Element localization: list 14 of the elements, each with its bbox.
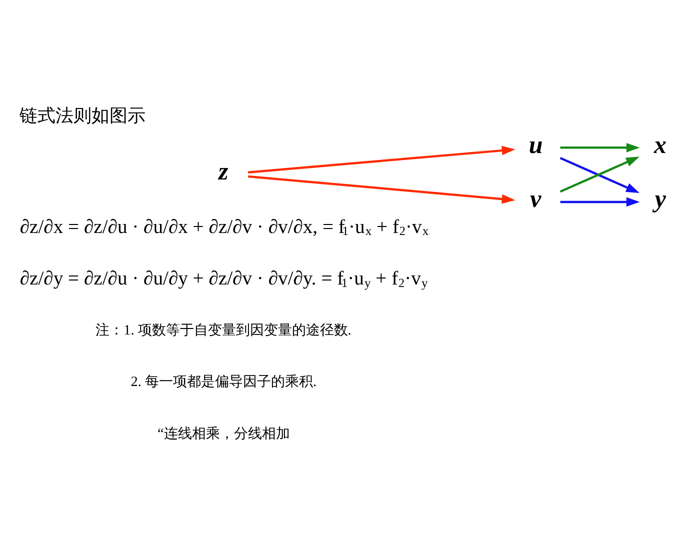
- node-text: u: [528, 132, 543, 159]
- arrow: [248, 175, 516, 204]
- node-text: v: [530, 186, 542, 214]
- label: 2. 每一项都是偏导因子的乘积.: [130, 374, 317, 390]
- arrow: [560, 142, 640, 152]
- arrow: [248, 146, 516, 174]
- label: ∂z/∂y = ∂z/∂u · ∂u/∂y + ∂z/∂v · ∂v/∂y. = f1·uy + f2·vy: [20, 268, 428, 290]
- diagram-title: 链式法则如图示: [20, 105, 146, 126]
- node-text: y: [654, 186, 666, 214]
- node-text: x: [654, 132, 666, 159]
- arrow: [560, 197, 640, 207]
- label: “连线相乘，分线相加: [157, 426, 290, 442]
- label: 注：1. 项数等于自变量到因变量的途径数.: [96, 322, 352, 338]
- node-text: z: [218, 158, 228, 186]
